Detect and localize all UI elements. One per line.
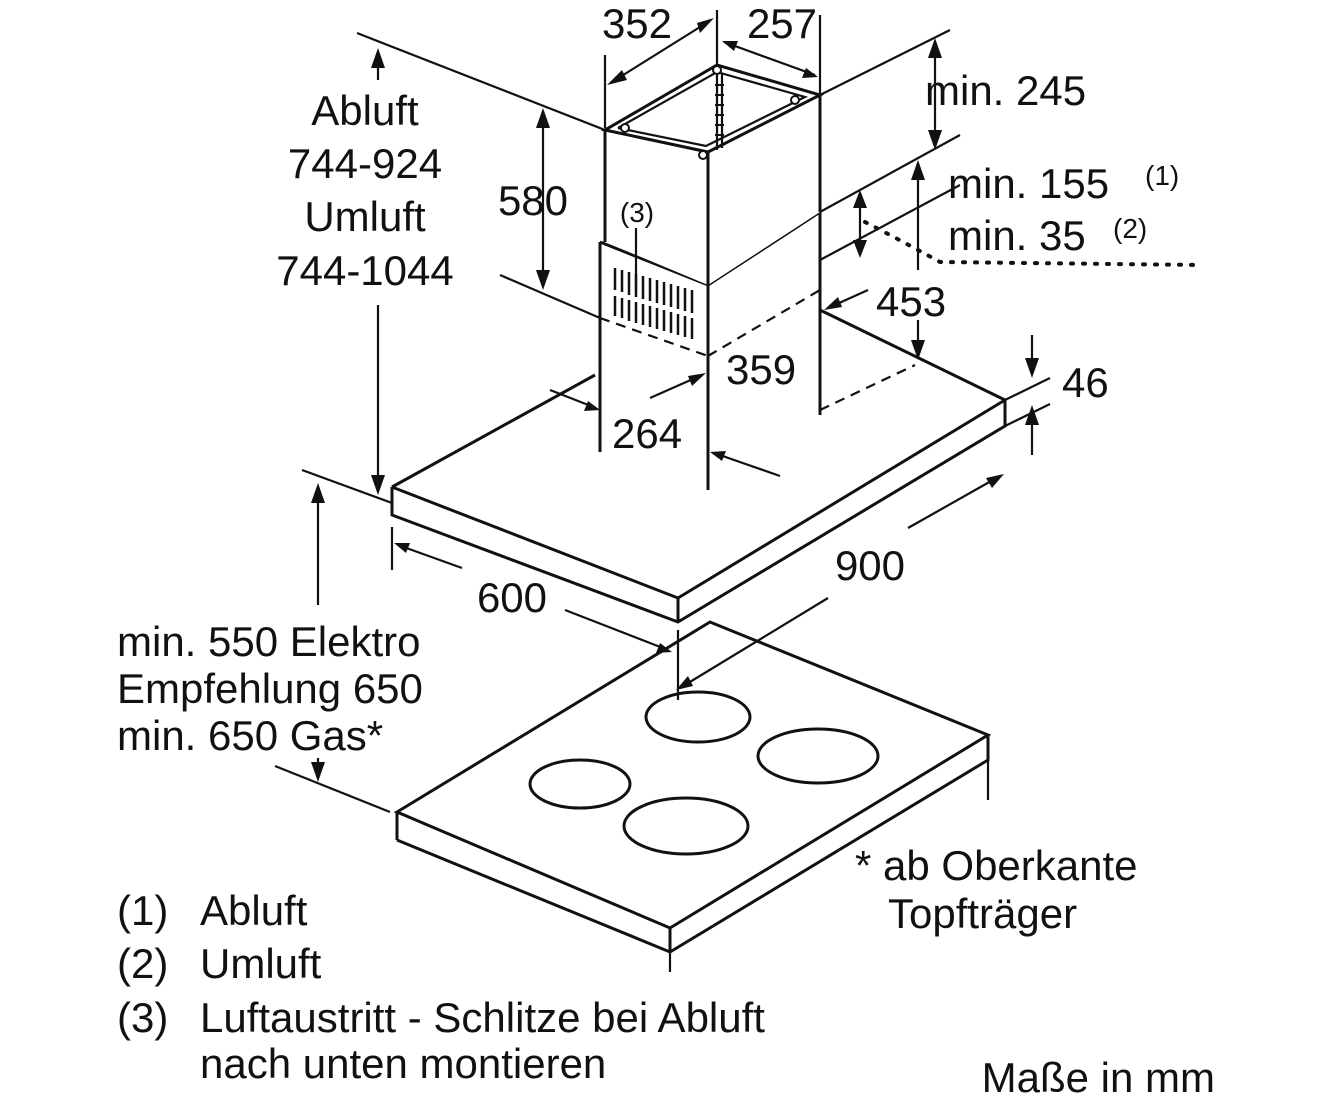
burner [528,758,632,810]
slots-ref: (3) [620,197,654,228]
units-note: Maße in mm [982,1054,1215,1100]
dim-lower-depth: 453 [876,278,946,325]
burner [756,727,880,785]
footnote-line2: Topfträger [888,890,1077,937]
dim-hood-width: 900 [835,542,905,589]
footnote-line1: * ab Oberkante [855,842,1138,889]
lower-chimney [598,210,916,490]
legend-text: Luftaustritt - Schlitze bei Abluft [200,994,765,1041]
cooktop [393,620,992,972]
dimension-lines [274,10,1202,814]
legend-text: nach unten montieren [200,1040,606,1087]
distance-electric: min. 550 Elektro [117,618,420,665]
dim-chimney-depth: 352 [602,0,672,47]
height-value-recirculation: 744-1044 [276,247,454,294]
dim-upper-chimney: 580 [498,177,568,224]
dim-min-recirculation-ref: (2) [1113,213,1147,244]
burner [622,796,750,856]
dim-chimney-width: 257 [747,0,817,47]
distance-gas: min. 650 Gas* [117,712,383,759]
dim-min-extraction-ref: (1) [1145,160,1179,191]
distance-recommendation: Empfehlung 650 [117,665,423,712]
dim-lower-front: 264 [612,410,682,457]
labels: 352 257 min. 245 min. 155 (1) min. 35 (2… [117,0,1215,1100]
height-label-extraction: Abluft [311,87,419,134]
dim-lower-width: 359 [726,346,796,393]
dim-hood-thickness: 46 [1062,359,1109,406]
legend-num: (2) [117,940,168,987]
dim-min-top: min. 245 [925,67,1086,114]
dim-min-extraction: min. 155 [948,160,1109,207]
height-value-extraction: 744-924 [288,140,442,187]
height-label-recirculation: Umluft [304,193,426,240]
legend-text: Umluft [200,940,322,987]
burner [644,690,752,744]
legend-text: Abluft [200,887,308,934]
legend-num: (1) [117,887,168,934]
dim-min-recirculation: min. 35 [948,212,1086,259]
dim-hood-depth: 600 [477,574,547,621]
legend-num: (3) [117,994,168,1041]
